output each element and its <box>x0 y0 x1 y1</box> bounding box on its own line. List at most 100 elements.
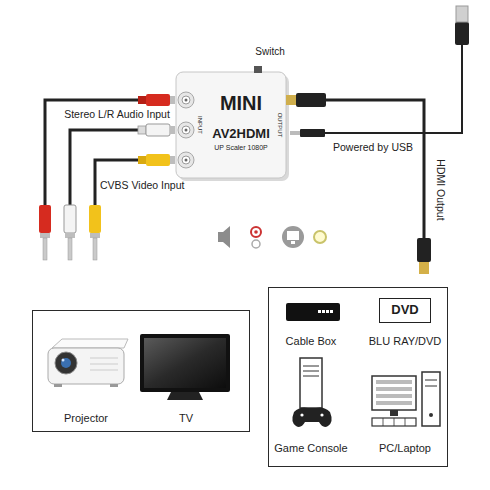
rca-jack <box>185 159 188 162</box>
cable-box-icon <box>286 303 340 321</box>
usb-cable <box>455 22 469 45</box>
rca-plug <box>138 156 146 164</box>
rca-jack <box>178 92 194 108</box>
projector-icon <box>61 358 71 368</box>
rca-icon <box>252 240 260 248</box>
rca-plug <box>138 126 146 134</box>
game-console-icon <box>300 358 322 408</box>
game-console-icon <box>320 413 323 416</box>
pc-icon <box>372 372 440 426</box>
cable-box-icon <box>318 310 321 313</box>
usb-cable <box>300 129 325 137</box>
rca-icon <box>251 227 261 248</box>
video-jack-icon <box>314 231 326 243</box>
rca-jack <box>185 129 188 132</box>
usb-cable <box>325 45 462 133</box>
rca-plug <box>89 205 101 233</box>
pc-icon <box>390 410 398 416</box>
hdmi-cable <box>417 238 431 262</box>
device-title: MINI <box>220 92 262 115</box>
rca-plug <box>39 94 175 260</box>
converter-housing <box>176 72 286 178</box>
rca-plug <box>170 156 175 164</box>
rca-icon <box>254 230 258 234</box>
rca-plug <box>40 233 50 238</box>
pc-icon <box>376 387 412 391</box>
dvd-logo-box: DVD <box>379 298 431 323</box>
game-console-icon <box>303 376 319 377</box>
converter-housing <box>176 66 289 181</box>
switch-label: Switch <box>255 46 284 58</box>
device-model: AV2HDMI <box>212 127 270 142</box>
output-label: HDMI Output <box>435 159 447 220</box>
hdmi-cable <box>286 93 431 274</box>
pc-icon <box>405 418 406 426</box>
device-caption: Cable Box <box>286 335 337 348</box>
device-caption: PC/Laptop <box>379 442 431 455</box>
projector-icon <box>90 370 118 371</box>
power-label: Powered by USB <box>333 141 413 153</box>
rca-plug <box>146 94 170 106</box>
rca-plug <box>146 124 170 136</box>
pc-icon <box>422 372 440 426</box>
audio-icon <box>218 226 230 248</box>
cable-box-icon <box>330 310 333 313</box>
pc-icon <box>376 394 412 398</box>
projector-icon <box>55 352 77 374</box>
rca-plug <box>68 238 72 260</box>
game-console-icon <box>292 408 331 427</box>
usb-cable <box>290 131 300 135</box>
tv-icon <box>167 392 203 400</box>
video-icon <box>282 226 304 248</box>
game-console-icon <box>303 371 319 372</box>
rca-jack <box>178 92 194 168</box>
device-caption: Game Console <box>274 442 347 455</box>
pc-icon <box>372 376 416 410</box>
rca-plug <box>93 238 97 260</box>
rca-plug <box>39 205 51 233</box>
game-console-icon <box>303 366 319 367</box>
audio-icon <box>218 226 230 248</box>
video-icon <box>291 241 295 244</box>
rca-jack <box>182 156 190 164</box>
cable-box-icon <box>322 310 325 313</box>
rca-plug <box>146 154 170 166</box>
projector-icon <box>48 348 124 384</box>
input-label: Stereo L/R Audio Input <box>64 108 170 120</box>
device-caption: Projector <box>64 412 108 425</box>
pc-icon <box>376 380 412 384</box>
device-spec: UP Scaler 1080P <box>214 144 268 152</box>
usb-cable <box>290 6 469 137</box>
projector-icon <box>54 384 62 387</box>
logo-text: DVD <box>391 303 418 318</box>
projector-icon <box>62 359 65 362</box>
output-panel: ProjectorTV <box>32 310 250 432</box>
rca-cable <box>70 130 138 205</box>
rca-plug <box>90 233 100 238</box>
hdmi-cable <box>326 100 424 238</box>
video-jack-icon <box>314 231 326 243</box>
usb-cable <box>456 6 468 22</box>
projector-icon <box>110 384 118 387</box>
pc-icon <box>383 418 384 426</box>
hdmi-cable <box>419 262 429 274</box>
converter-box: MINI AV2HDMI UP Scaler 1080P <box>176 72 286 178</box>
pc-icon <box>425 386 437 387</box>
video-icon <box>282 226 304 248</box>
pc-icon <box>394 418 395 426</box>
tv-icon <box>140 334 230 400</box>
rca-plug <box>138 96 146 104</box>
converter-housing <box>254 66 262 73</box>
rca-plug <box>170 126 175 134</box>
cable-box-icon <box>286 303 340 321</box>
game-console-icon <box>292 358 331 427</box>
rca-plug <box>170 96 175 104</box>
pc-icon <box>425 380 437 381</box>
rca-jack <box>178 122 194 138</box>
pc-icon <box>429 413 433 417</box>
rca-plug <box>43 238 47 260</box>
input-label: CVBS Video Input <box>100 179 184 191</box>
game-console-icon <box>300 413 303 416</box>
hdmi-cable <box>286 95 296 105</box>
